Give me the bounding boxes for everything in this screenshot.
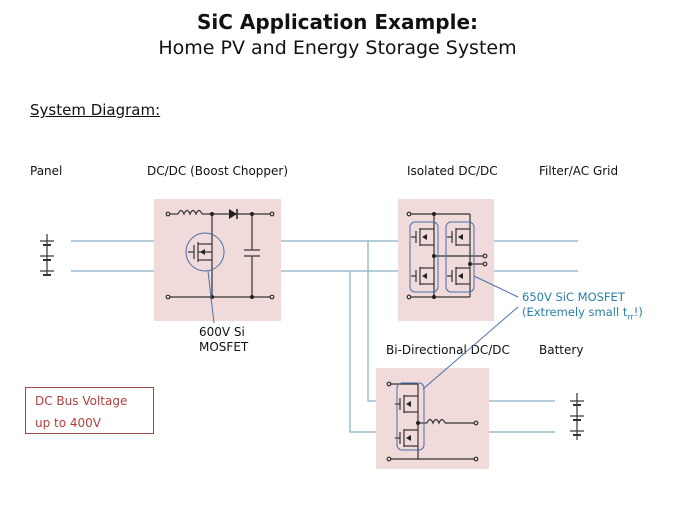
sic-note-line2: (Extremely small trr!) — [522, 305, 643, 324]
bidirectional-sic-highlight — [396, 382, 425, 451]
si-mosfet-note-line2: MOSFET — [199, 340, 249, 354]
boost-chopper-circuit — [165, 209, 275, 300]
sic-mosfet-note: 650V SiC MOSFET (Extremely small trr!) — [522, 290, 643, 324]
battery-label: Battery — [539, 343, 584, 357]
isolated-dcdc-circuit — [406, 211, 488, 300]
bidirectional-mosfet-1 — [395, 395, 418, 413]
isolated-mosfet-2 — [411, 267, 434, 285]
panel-label: Panel — [30, 164, 63, 178]
isolated-mosfet-1 — [411, 228, 434, 246]
si-mosfet-note: 600V Si MOSFET — [199, 325, 248, 355]
isolated-mosfet-3 — [447, 228, 470, 246]
boost-chopper-block — [154, 199, 281, 321]
isolated-dcdc-label: Isolated DC/DC — [407, 164, 498, 178]
bus-voltage-line1: DC Bus Voltage — [35, 394, 128, 408]
sic-note-suffix: !) — [633, 305, 643, 319]
sic-note-sub: rr — [627, 312, 634, 322]
bidirectional-circuit — [386, 381, 479, 462]
boost-diode-icon — [229, 209, 237, 219]
filter-ac-grid-label: Filter/AC Grid — [539, 164, 619, 178]
si-mosfet-note-line1: 600V Si — [199, 325, 245, 339]
sic-mosfet-highlights — [409, 221, 519, 390]
pv-panel-icon — [40, 234, 54, 276]
bus-voltage-line2: up to 400V — [35, 416, 102, 430]
sic-note-line1: 650V SiC MOSFET — [522, 290, 625, 304]
page-subtitle: Home PV and Energy Storage System — [158, 37, 517, 59]
bidirectional-dcdc-label: Bi-Directional DC/DC — [386, 343, 510, 357]
battery-icon — [570, 393, 584, 440]
boost-junction-dots — [210, 212, 254, 299]
page-title: SiC Application Example: — [196, 10, 479, 34]
bidirectional-dcdc-block — [376, 368, 489, 469]
isolated-junction-dots — [422, 212, 472, 299]
bidirectional-mosfet-2 — [395, 429, 418, 447]
si-mosfet-highlight — [185, 232, 225, 272]
dc-bus-voltage-box: DC Bus Voltage up to 400V — [25, 387, 154, 434]
sic-note-prefix: (Extremely small t — [522, 305, 628, 319]
section-heading: System Diagram: — [30, 101, 161, 119]
bus-wires — [71, 240, 578, 433]
bidirectional-junction-dots — [406, 401, 420, 441]
boost-chopper-label: DC/DC (Boost Chopper) — [147, 164, 289, 178]
isolated-mosfet-4 — [447, 267, 470, 285]
